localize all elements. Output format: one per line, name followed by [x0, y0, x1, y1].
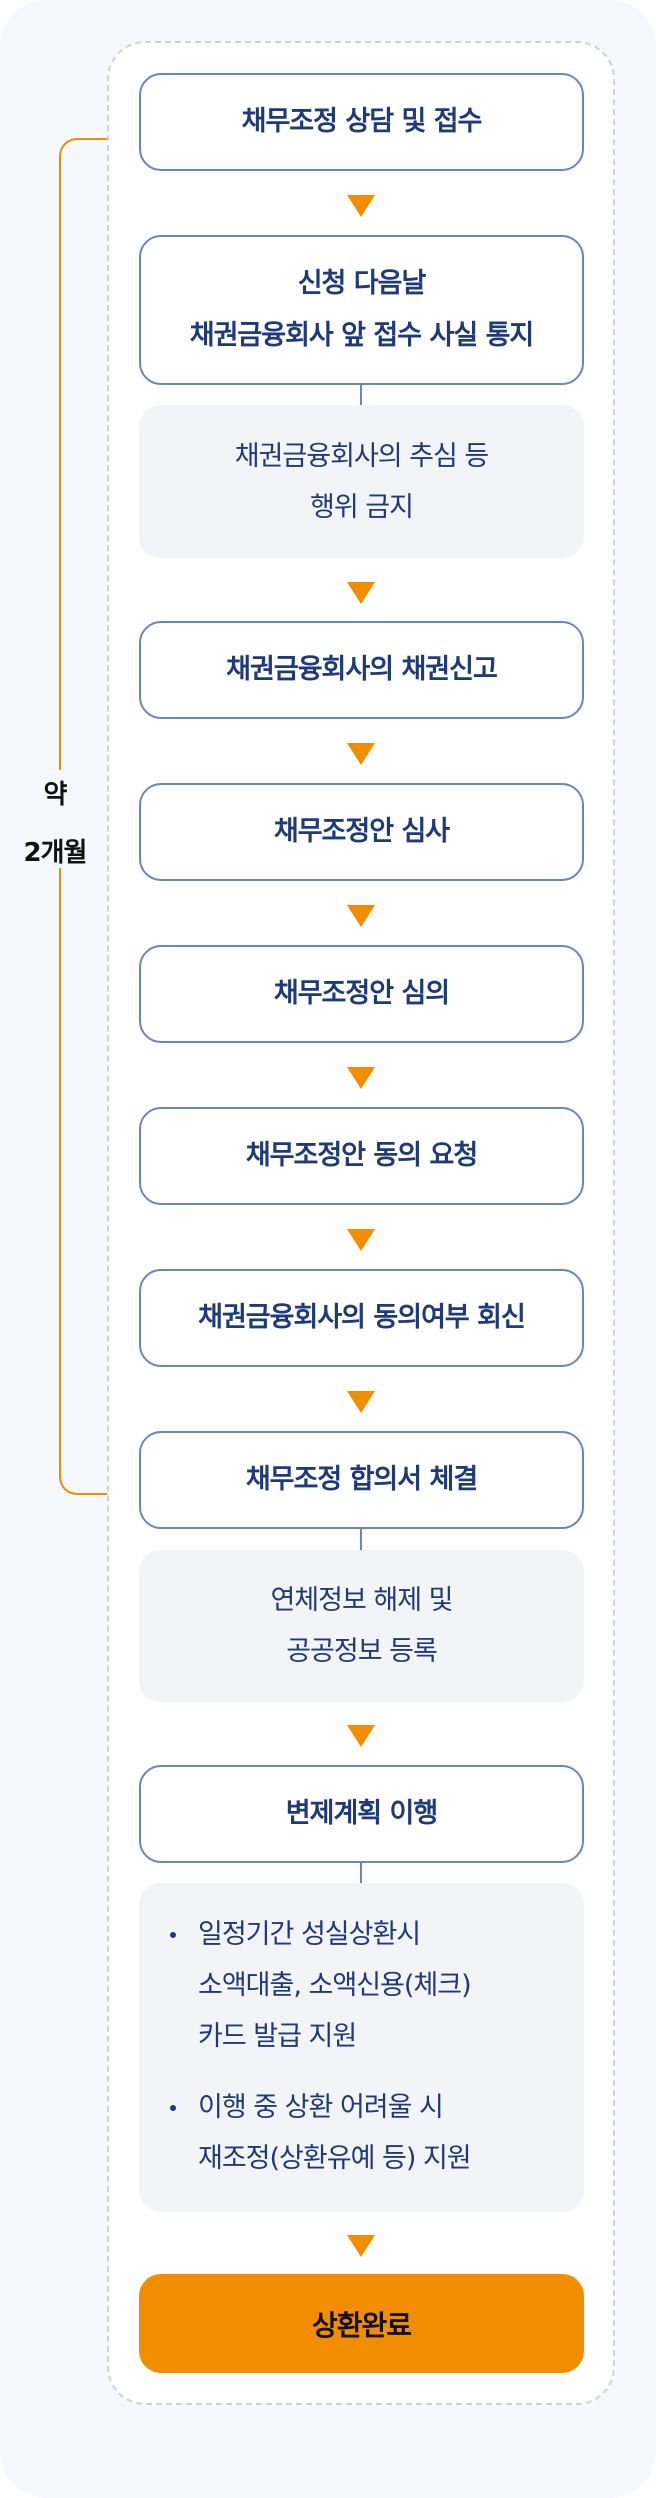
note-credit-info: 연체정보 해제 및 공공정보 등록	[139, 1550, 584, 1702]
note-support-list: 일정기간 성실상환시 소액대출, 소액신용(체크) 카드 발급 지원 이행 중 …	[139, 1883, 584, 2212]
duration-label: 약 2개월	[10, 766, 100, 882]
note-line1: 연체정보 해제 및	[270, 1585, 453, 1616]
connector-line	[360, 1529, 362, 1550]
note-line2: 공공정보 등록	[286, 1636, 438, 1667]
down-arrow-icon	[347, 1391, 375, 1413]
step-consent-reply: 채권금융회사의 동의여부 회신	[139, 1269, 584, 1367]
connector-line	[360, 1863, 362, 1883]
support-line: 카드 발급 지원	[198, 2021, 357, 2052]
note-collection-ban: 채권금융회사의 추심 등 행위 금지	[139, 405, 584, 558]
down-arrow-icon	[347, 1725, 375, 1747]
down-arrow-icon	[347, 195, 375, 217]
step-claim-report: 채권금융회사의 채권신고	[139, 621, 584, 719]
down-arrow-icon	[347, 905, 375, 927]
down-arrow-icon	[347, 1229, 375, 1251]
final-step-repayment-complete: 상환완료	[139, 2274, 584, 2373]
step-label: 채권금융회사의 동의여부 회신	[198, 1302, 526, 1333]
step-label: 채권금융회사의 채권신고	[226, 654, 498, 685]
step-agreement: 채무조정 합의서 체결	[139, 1431, 584, 1529]
step-repayment-plan: 변제계획 이행	[139, 1765, 584, 1863]
down-arrow-icon	[347, 2235, 375, 2257]
step-consultation: 채무조정 상담 및 접수	[139, 73, 584, 171]
duration-label-line2: 2개월	[23, 838, 88, 868]
note-line2: 행위 금지	[310, 491, 414, 523]
down-arrow-icon	[347, 743, 375, 765]
bullet-icon	[170, 2105, 176, 2111]
duration-bracket-bottom	[59, 868, 107, 1495]
connector-line	[360, 385, 362, 405]
duration-bracket-top	[59, 138, 107, 770]
step-notification: 신청 다음날 채권금융회사 앞 접수 사실 통지	[139, 235, 584, 385]
final-step-label: 상환완료	[311, 2308, 412, 2342]
support-line: 소액대출, 소액신용(체크)	[198, 1970, 472, 2001]
step-label-line2: 채권금융회사 앞 접수 사실 통지	[189, 320, 535, 351]
down-arrow-icon	[347, 1067, 375, 1089]
support-line: 일정기간 성실상환시	[198, 1919, 421, 1950]
support-line: 재조정(상환유예 등) 지원	[198, 2143, 472, 2174]
step-label: 채무조정안 동의 요청	[245, 1140, 478, 1171]
step-consent-request: 채무조정안 동의 요청	[139, 1107, 584, 1205]
note-line1: 채권금융회사의 추심 등	[234, 440, 490, 472]
bullet-icon	[170, 1932, 176, 1938]
step-label: 채무조정 합의서 체결	[245, 1464, 478, 1495]
step-label: 채무조정안 심사	[273, 816, 450, 847]
support-line: 이행 중 상환 어려울 시	[198, 2092, 444, 2123]
step-label: 채무조정 상담 및 접수	[241, 106, 483, 137]
support-item-2: 이행 중 상환 어려울 시 재조정(상환유예 등) 지원	[139, 2082, 472, 2184]
step-review: 채무조정안 심사	[139, 783, 584, 881]
step-label-line1: 신청 다음날	[297, 268, 427, 299]
support-item-1: 일정기간 성실상환시 소액대출, 소액신용(체크) 카드 발급 지원	[139, 1909, 472, 2062]
step-label: 채무조정안 심의	[273, 978, 450, 1009]
step-deliberation: 채무조정안 심의	[139, 945, 584, 1043]
down-arrow-icon	[347, 582, 375, 604]
duration-label-line1: 약	[43, 780, 68, 810]
step-label: 변제계획 이행	[285, 1798, 438, 1829]
